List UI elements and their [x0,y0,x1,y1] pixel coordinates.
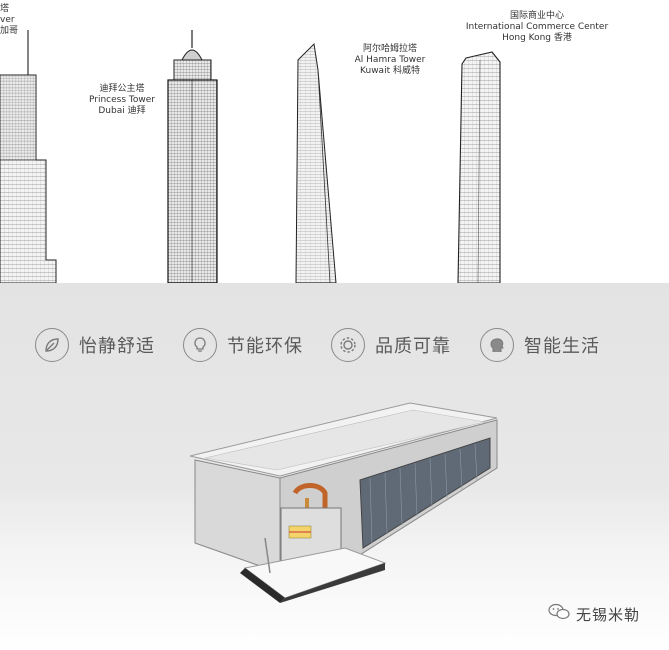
al-hamra-tower-label: 阿尔哈姆拉塔 Al Hamra Tower Kuwait 科威特 [345,44,435,77]
icc-tower-drawing [457,51,501,283]
al-hamra-label-line: Al Hamra Tower [354,55,426,65]
trump-tower-label-line: ver [0,15,15,25]
feature-label: 智能生活 [524,336,600,357]
feature-label: 节能环保 [227,336,303,357]
skyscrapers-drawing [0,30,501,283]
feature-row: 怡静舒适 节能环保 品质可靠 智能生活 [0,325,669,365]
leaf-icon [35,328,69,362]
trump-tower-label-line: 加哥 [0,26,19,36]
skyscraper-illustration-panel: 塔 ver 加哥 迪拜公主塔 Princess Tower Dubai 迪拜 阿… [0,0,669,283]
trump-tower-label-line: 塔 [0,4,10,14]
feature-label: 品质可靠 [375,336,451,357]
al-hamra-tower-drawing [295,42,337,283]
wechat-icon [548,603,570,625]
feature-smart-living: 智能生活 [480,325,600,365]
princess-tower-label-line: 迪拜公主塔 [99,84,145,94]
feature-quiet-comfort: 怡静舒适 [35,325,155,365]
brand-watermark: 无锡米勒 [548,603,640,625]
feature-energy-saving: 节能环保 [183,325,303,365]
feature-label: 怡静舒适 [79,336,155,357]
icc-label: 国际商业中心 International Commerce Center Hon… [462,11,612,44]
trump-tower-drawing [0,30,57,283]
gear-icon [331,328,365,362]
al-hamra-label-line: Kuwait 科威特 [360,66,420,76]
icc-label-line: 国际商业中心 [509,11,564,21]
princess-tower-label: 迪拜公主塔 Princess Tower Dubai 迪拜 [82,84,162,117]
icc-label-line: Hong Kong 香港 [502,33,572,43]
icc-label-line: International Commerce Center [465,22,609,32]
fan-coil-unit-image [185,398,505,618]
brand-name: 无锡米勒 [576,605,641,624]
princess-tower-drawing [167,30,218,283]
princess-tower-label-line: Dubai 迪拜 [98,106,146,116]
trump-tower-label: 塔 ver 加哥 [0,4,18,37]
princess-tower-label-line: Princess Tower [89,95,155,105]
lightbulb-icon [183,328,217,362]
feature-reliable-quality: 品质可靠 [331,325,451,365]
brain-head-icon [480,328,514,362]
al-hamra-label-line: 阿尔哈姆拉塔 [362,44,417,54]
